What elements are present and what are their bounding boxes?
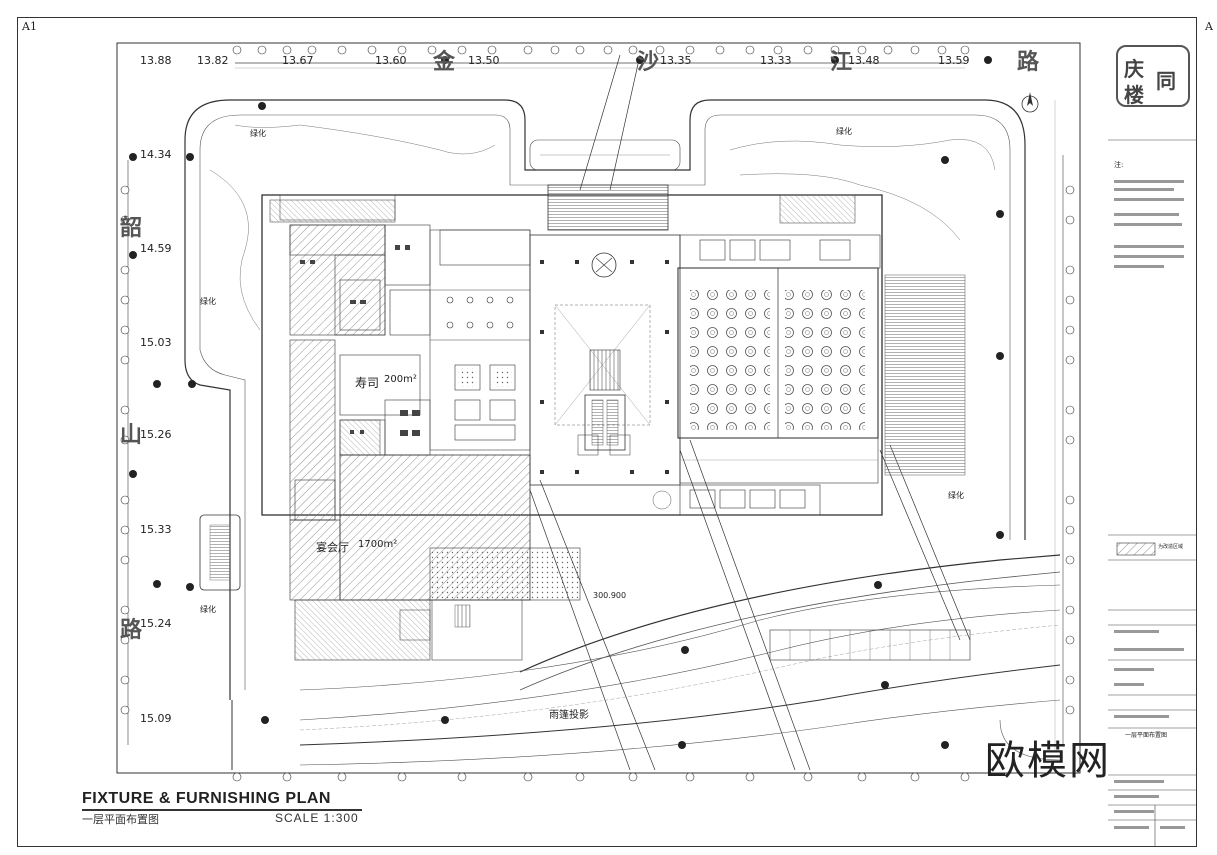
area-label: 300.900 bbox=[593, 591, 627, 600]
elevation-label: 15.26 bbox=[140, 428, 172, 441]
plan-scale: SCALE 1:300 bbox=[275, 811, 359, 825]
elevation-label: 13.35 bbox=[660, 54, 692, 67]
legend-label: 为改造区域 bbox=[1158, 544, 1184, 550]
title-block-logo: 庆 同 楼 bbox=[1116, 45, 1190, 107]
street-char-north-2: 沙 bbox=[637, 50, 660, 75]
elevation-label: 13.33 bbox=[760, 54, 792, 67]
elevation-label: 13.59 bbox=[938, 54, 970, 67]
canopy-label: 雨篷投影 bbox=[549, 710, 589, 721]
elevation-label: 13.82 bbox=[197, 54, 229, 67]
landscape-label: 绿化 bbox=[200, 297, 216, 306]
plan-subtitle: 一层平面布置图 bbox=[82, 813, 159, 826]
watermark-text: 欧模网 bbox=[985, 738, 1111, 784]
elevation-label: 15.09 bbox=[140, 712, 172, 725]
elevation-label: 15.24 bbox=[140, 617, 172, 630]
street-char-west-3: 路 bbox=[120, 618, 143, 643]
notes-label: 注: bbox=[1114, 161, 1124, 169]
landscape-label: 绿化 bbox=[948, 491, 964, 500]
elevation-label: 13.48 bbox=[848, 54, 880, 67]
room-area-banquet-hall: 1700m² bbox=[358, 539, 398, 550]
elevation-label: 13.60 bbox=[375, 54, 407, 67]
street-char-north-1: 金 bbox=[433, 50, 456, 75]
sheet-size-label: A1 bbox=[22, 20, 37, 33]
elevation-label: 15.33 bbox=[140, 523, 172, 536]
room-label-banquet-hall: 宴会厅 bbox=[316, 541, 349, 554]
elevation-label: 13.88 bbox=[140, 54, 172, 67]
sheet-size-label-right: A bbox=[1205, 20, 1213, 33]
street-char-north-4: 路 bbox=[1017, 50, 1040, 75]
title-underline bbox=[82, 809, 362, 811]
elevation-label: 13.67 bbox=[282, 54, 314, 67]
elevation-label: 14.59 bbox=[140, 242, 172, 255]
drawing-name: 一层平面布置图 bbox=[1125, 732, 1168, 739]
room-label-sushi: 寿司 bbox=[355, 376, 380, 390]
elevation-label: 13.50 bbox=[468, 54, 500, 67]
landscape-label: 绿化 bbox=[250, 129, 266, 138]
street-char-west-2: 山 bbox=[120, 423, 143, 448]
elevation-label: 14.34 bbox=[140, 148, 172, 161]
elevation-label: 15.03 bbox=[140, 336, 172, 349]
landscape-label: 绿化 bbox=[836, 127, 852, 136]
logo-char: 庆 bbox=[1124, 57, 1144, 81]
street-char-west-1: 韶 bbox=[120, 216, 143, 241]
street-char-north-3: 江 bbox=[830, 50, 853, 75]
plan-title: FIXTURE & FURNISHING PLAN bbox=[82, 790, 331, 807]
room-area-sushi: 200m² bbox=[384, 374, 417, 385]
logo-char: 同 bbox=[1156, 69, 1176, 93]
sheet-frame bbox=[17, 17, 1197, 847]
logo-char: 楼 bbox=[1124, 83, 1144, 107]
landscape-label: 绿化 bbox=[200, 605, 216, 614]
